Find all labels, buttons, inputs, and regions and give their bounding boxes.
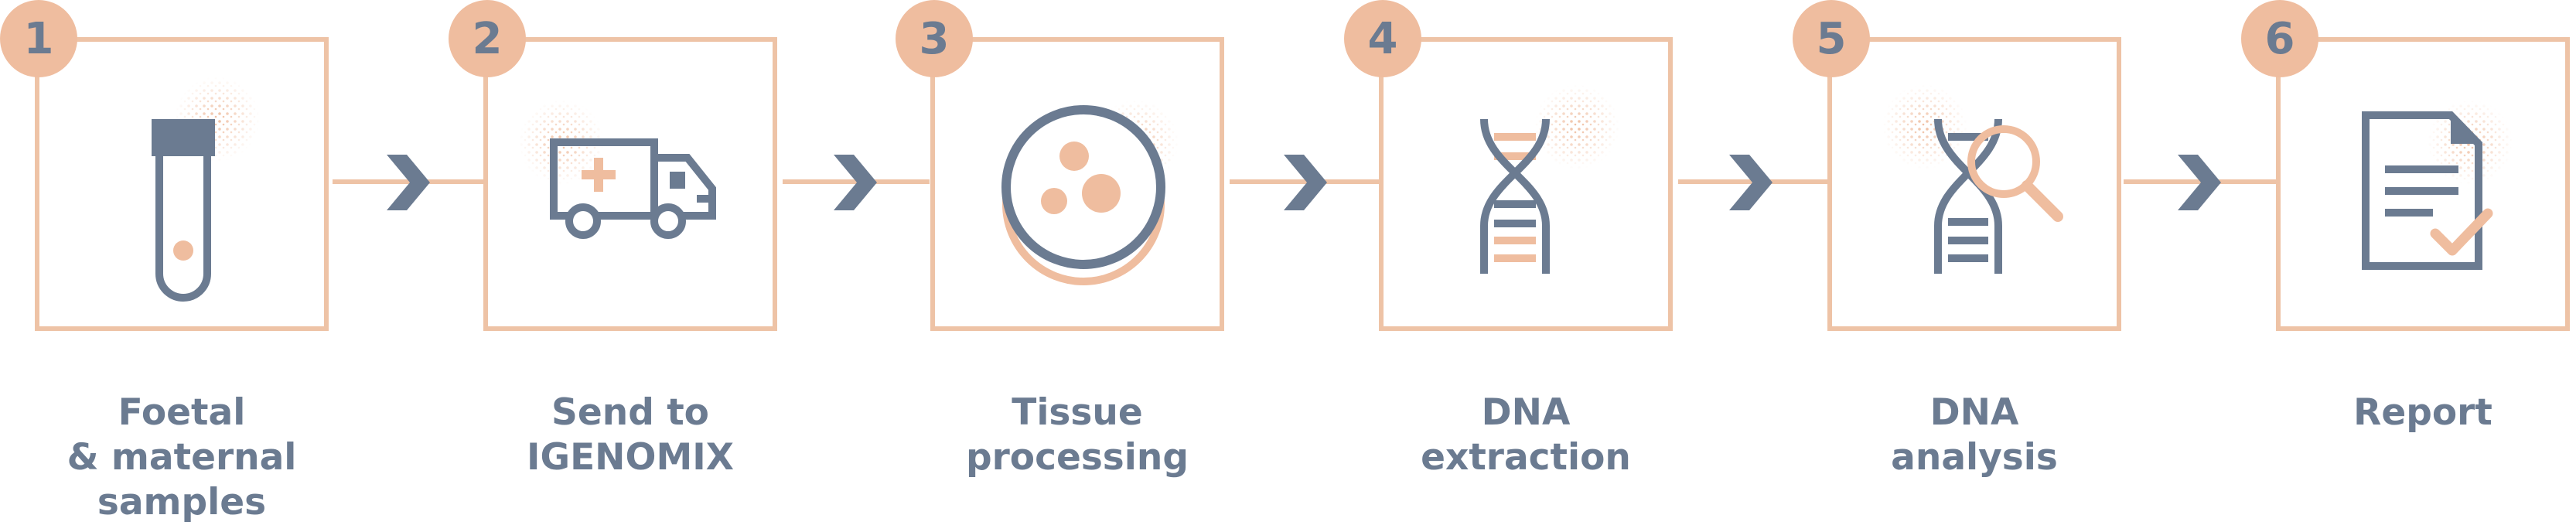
step-4: 4 DNA extraction	[1344, 0, 1673, 532]
chevron-right-icon	[387, 155, 430, 210]
step-box	[2276, 37, 2570, 331]
connector-line	[1230, 179, 1381, 184]
step-number-badge: 6	[2241, 0, 2318, 77]
step-box	[35, 37, 329, 331]
chevron-right-icon	[1729, 155, 1772, 210]
step-number-badge: 3	[896, 0, 973, 77]
dna-magnifier-icon	[1882, 84, 2063, 274]
step-box	[930, 37, 1224, 331]
step-6: 6 Report	[2241, 0, 2570, 532]
step-label: DNA analysis	[1891, 391, 2058, 479]
step-number-badge: 5	[1793, 0, 1870, 77]
petri-dish-icon	[1001, 100, 1179, 285]
chevron-right-icon	[834, 155, 877, 210]
step-box	[1827, 37, 2121, 331]
step-label: Tissue processing	[965, 391, 1189, 479]
step-number-badge: 4	[1344, 0, 1421, 77]
step-3: 3 Tissue processing	[896, 0, 1224, 532]
step-2: 2 Send to IGENOMIX	[449, 0, 777, 532]
report-checklist-icon	[2362, 100, 2513, 270]
step-number-badge: 2	[449, 0, 526, 77]
step-box	[1379, 37, 1673, 331]
dna-helix-icon	[1480, 84, 1619, 274]
chevron-right-icon	[1284, 155, 1327, 210]
ambulance-truck-icon	[519, 100, 716, 239]
test-tube-icon	[152, 77, 260, 302]
step-label: Report	[2353, 391, 2492, 434]
step-label: DNA extraction	[1421, 391, 1631, 479]
step-label: Send to IGENOMIX	[527, 391, 734, 479]
chevron-right-icon	[2178, 155, 2221, 210]
step-label: Foetal & maternal samples	[67, 391, 297, 523]
step-5: 5 DNA analysis	[1793, 0, 2121, 532]
step-number-badge: 1	[0, 0, 77, 77]
step-box	[483, 37, 777, 331]
step-1: 1 Foetal & maternal samples	[0, 0, 329, 532]
connector-line	[783, 179, 930, 184]
